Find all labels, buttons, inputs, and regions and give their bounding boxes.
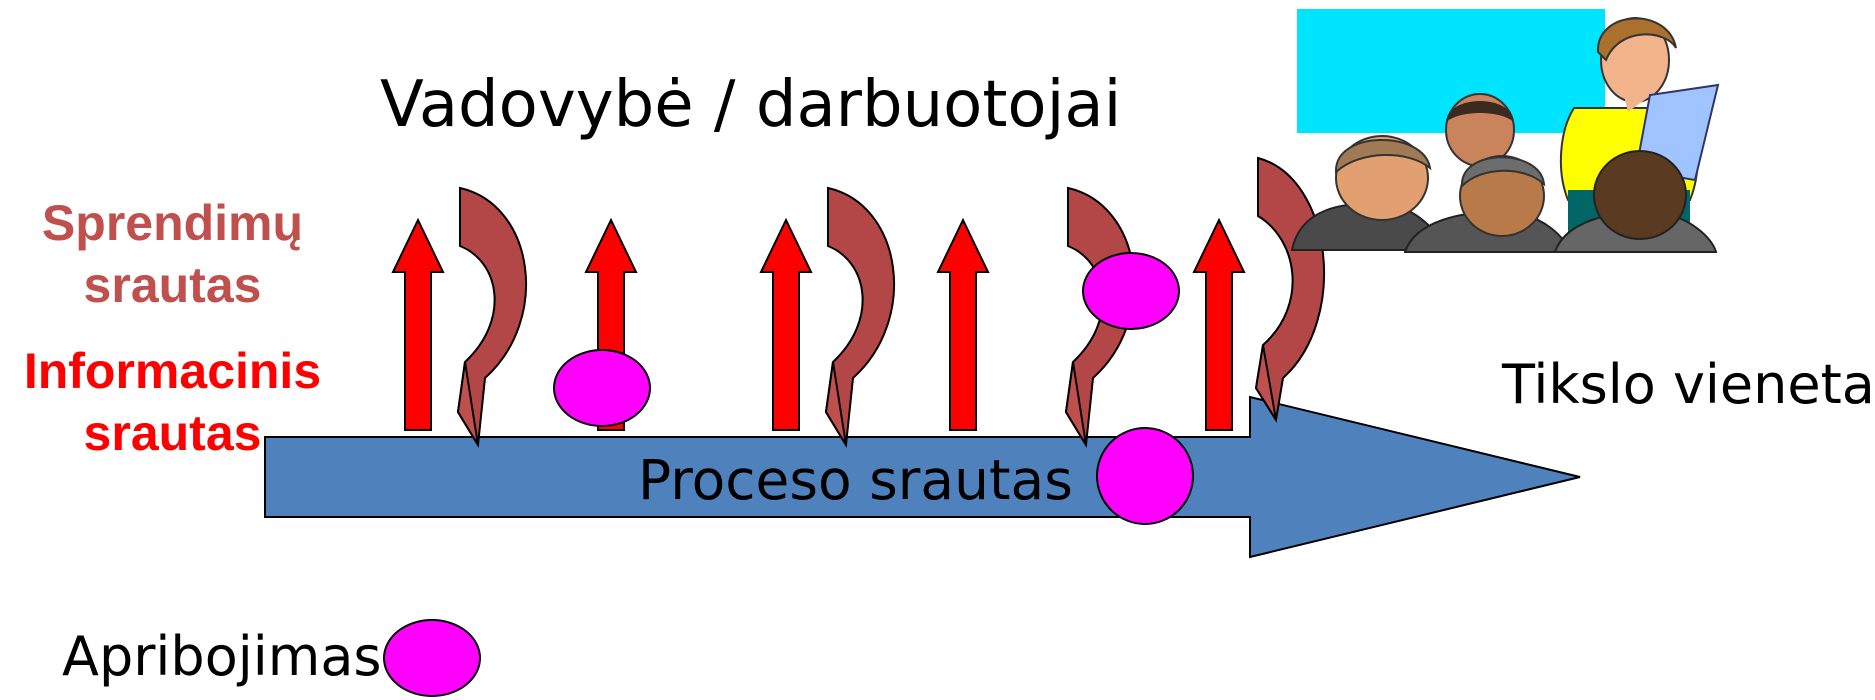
management-employees-title: Vadovybė / darbuotojai (380, 68, 1122, 142)
constraint-marker (1082, 252, 1180, 330)
decision-flow-arrow (456, 186, 527, 449)
information-flow-arrow (759, 217, 813, 431)
target-units-label: Tikslo vienetai (1502, 353, 1875, 416)
constraint-marker (1096, 427, 1194, 525)
information-flow-arrow (391, 217, 445, 431)
information-flow-arrow (1192, 217, 1246, 431)
legend-constraint-marker (383, 619, 481, 697)
information-flow-arrow (936, 217, 990, 431)
decision-flow-arrow (1254, 156, 1326, 423)
process-flow-arrow (264, 395, 1581, 559)
decision-flow-arrow (824, 186, 895, 449)
information-flow-label: Informacinis srautas (0, 340, 345, 464)
constraint-legend-label: Apribojimas (62, 625, 382, 688)
process-flow-label: Proceso srautas (638, 448, 1073, 512)
meeting-clipart (1290, 9, 1720, 253)
decision-flow-arrow (1064, 186, 1135, 449)
decision-flow-label: Sprendimų srautas (0, 192, 345, 316)
decision-flow-label-line1: Sprendimų (41, 195, 304, 251)
information-flow-label-line1: Informacinis (23, 343, 322, 399)
decision-flow-label-line2: srautas (83, 257, 262, 313)
information-flow-label-line2: srautas (83, 405, 262, 461)
constraint-marker (553, 349, 651, 427)
